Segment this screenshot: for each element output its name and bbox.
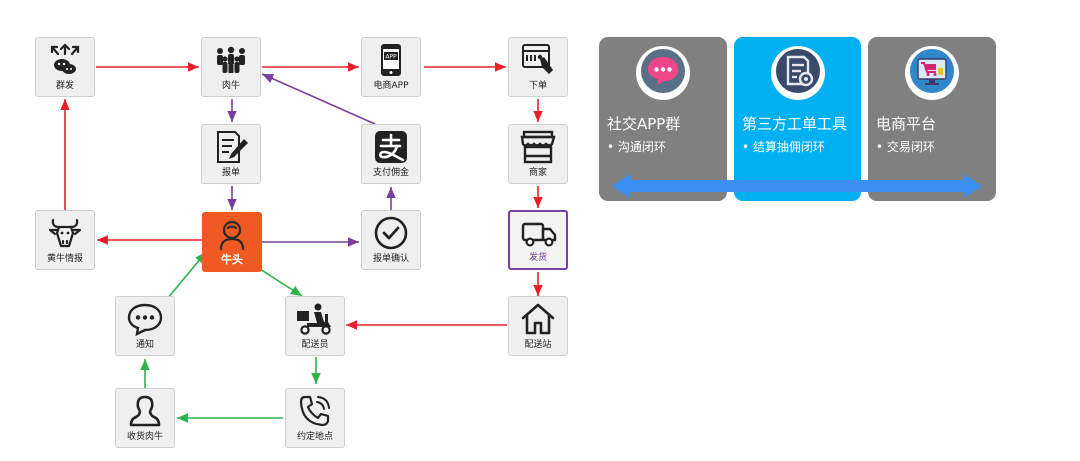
node-tongzhi: 通知 <box>115 296 175 356</box>
phone-call-icon <box>286 392 344 430</box>
shopping-cart-icon <box>909 48 955 98</box>
crowd-icon <box>202 41 260 79</box>
panel-title: 电商平台 <box>876 115 937 133</box>
alipay-icon <box>362 128 420 166</box>
panel-title: 第三方工单工具 <box>742 115 848 133</box>
chat-bubble-icon <box>116 300 174 338</box>
register-order-icon <box>509 41 567 79</box>
node-label: 商家 <box>528 168 547 178</box>
panel-icon-circle <box>771 46 825 100</box>
node-zhifu-yongjin: 支付佣金 <box>361 124 421 184</box>
node-label: 肉牛 <box>221 81 240 91</box>
node-label: 下单 <box>528 81 547 91</box>
node-yueding-didian: 约定地点 <box>285 388 345 448</box>
node-label: 电商APP <box>373 81 409 91</box>
node-label: 群发 <box>55 81 74 91</box>
home-icon <box>509 300 567 338</box>
node-niutou: 牛头 <box>202 212 262 272</box>
document-gear-icon <box>775 48 821 98</box>
panel-icon-circle <box>905 46 959 100</box>
node-rouniu: 肉牛 <box>201 37 261 97</box>
node-label: 收货肉牛 <box>126 432 163 442</box>
node-shangjia: 商家 <box>508 124 568 184</box>
node-label: 黄牛情报 <box>46 254 83 264</box>
bull-head-icon <box>36 214 94 252</box>
delivery-scooter-icon <box>286 300 344 338</box>
svg-text:APP: APP <box>385 54 397 61</box>
check-circle-icon <box>362 214 420 252</box>
node-label: 约定地点 <box>296 432 333 442</box>
form-edit-icon <box>202 128 260 166</box>
truck-icon <box>510 215 568 253</box>
panel-social-app: 社交APP群 • 沟通闭环 <box>599 37 727 201</box>
node-fahuo: 发货 <box>508 210 568 270</box>
panel-ecommerce: 电商平台 • 交易闭环 <box>868 37 996 201</box>
edge-zhifu-rouniu <box>261 73 376 125</box>
node-qunfa: 群发 <box>35 37 95 97</box>
node-label: 报单 <box>221 168 240 178</box>
node-peisongyuan: 配送员 <box>285 296 345 356</box>
panel-subtitle: • 沟通闭环 <box>607 140 666 154</box>
node-shouhuo-rouniu: 收货肉牛 <box>115 388 175 448</box>
storefront-icon <box>509 128 567 166</box>
node-label: 配送员 <box>301 340 329 350</box>
chat-bubble-icon <box>640 48 686 98</box>
node-label: 牛头 <box>221 253 243 266</box>
node-label: 发货 <box>528 253 547 263</box>
node-huangniu-qingbao: 黄牛情报 <box>35 210 95 270</box>
node-baodan-queren: 报单确认 <box>361 210 421 270</box>
node-xiadan: 下单 <box>508 37 568 97</box>
node-label: 报单确认 <box>372 254 409 264</box>
node-baodan: 报单 <box>201 124 261 184</box>
user-outline-icon <box>116 392 174 430</box>
panel-third-party-tool: 第三方工单工具 • 结算抽佣闭环 <box>734 37 861 201</box>
node-dianshang-app: APP 电商APP <box>361 37 421 97</box>
node-label: 通知 <box>135 340 154 350</box>
mobile-app-icon: APP <box>362 41 420 79</box>
panel-subtitle: • 结算抽佣闭环 <box>742 140 825 154</box>
person-icon <box>203 216 261 254</box>
panel-title: 社交APP群 <box>607 115 681 133</box>
panel-subtitle: • 交易闭环 <box>876 140 935 154</box>
node-label: 配送站 <box>524 340 552 350</box>
broadcast-wechat-icon <box>36 41 94 79</box>
panel-icon-circle <box>636 46 690 100</box>
node-label: 支付佣金 <box>372 168 409 178</box>
node-peisongzhan: 配送站 <box>508 296 568 356</box>
edge-tongzhi-niutou <box>167 251 207 299</box>
